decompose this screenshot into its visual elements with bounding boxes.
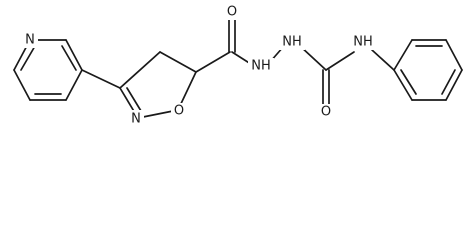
- double-bond-inner: [20, 45, 36, 71]
- atom-label-urea-o: O: [321, 105, 331, 120]
- atom-label-urea-nh: NH: [353, 35, 373, 50]
- double-bond-inner: [441, 69, 456, 95]
- bond: [119, 51, 161, 89]
- bond: [13, 69, 31, 101]
- atom-label-pyridine-n: N: [25, 33, 35, 48]
- bond: [445, 69, 463, 101]
- bond: [81, 69, 121, 89]
- bond: [325, 51, 355, 71]
- bond: [445, 39, 463, 71]
- double-bond-inner: [61, 45, 77, 71]
- double-bond-inner: [400, 69, 417, 95]
- double-bond-inner: [126, 87, 142, 112]
- bond: [195, 51, 231, 73]
- atom-label-amide-o: O: [227, 5, 237, 20]
- chemical-structure-diagram: N N O O NH NH NH O: [13, 4, 463, 127]
- bond: [65, 39, 83, 71]
- bond: [393, 39, 413, 71]
- bond: [371, 49, 395, 71]
- atom-label-isoxazoline-o: O: [174, 104, 184, 119]
- bond: [393, 69, 413, 101]
- atom-label-hydrazide-nh-2: NH: [282, 35, 302, 50]
- atom-label-hydrazide-nh-1: NH: [251, 59, 271, 74]
- pyridine-ring: [13, 39, 83, 101]
- isoxazoline-ring: [119, 51, 197, 119]
- bond: [65, 69, 83, 101]
- bond: [159, 51, 197, 73]
- atom-label-isoxazoline-n: N: [131, 112, 141, 127]
- phenyl-ring: [393, 39, 463, 101]
